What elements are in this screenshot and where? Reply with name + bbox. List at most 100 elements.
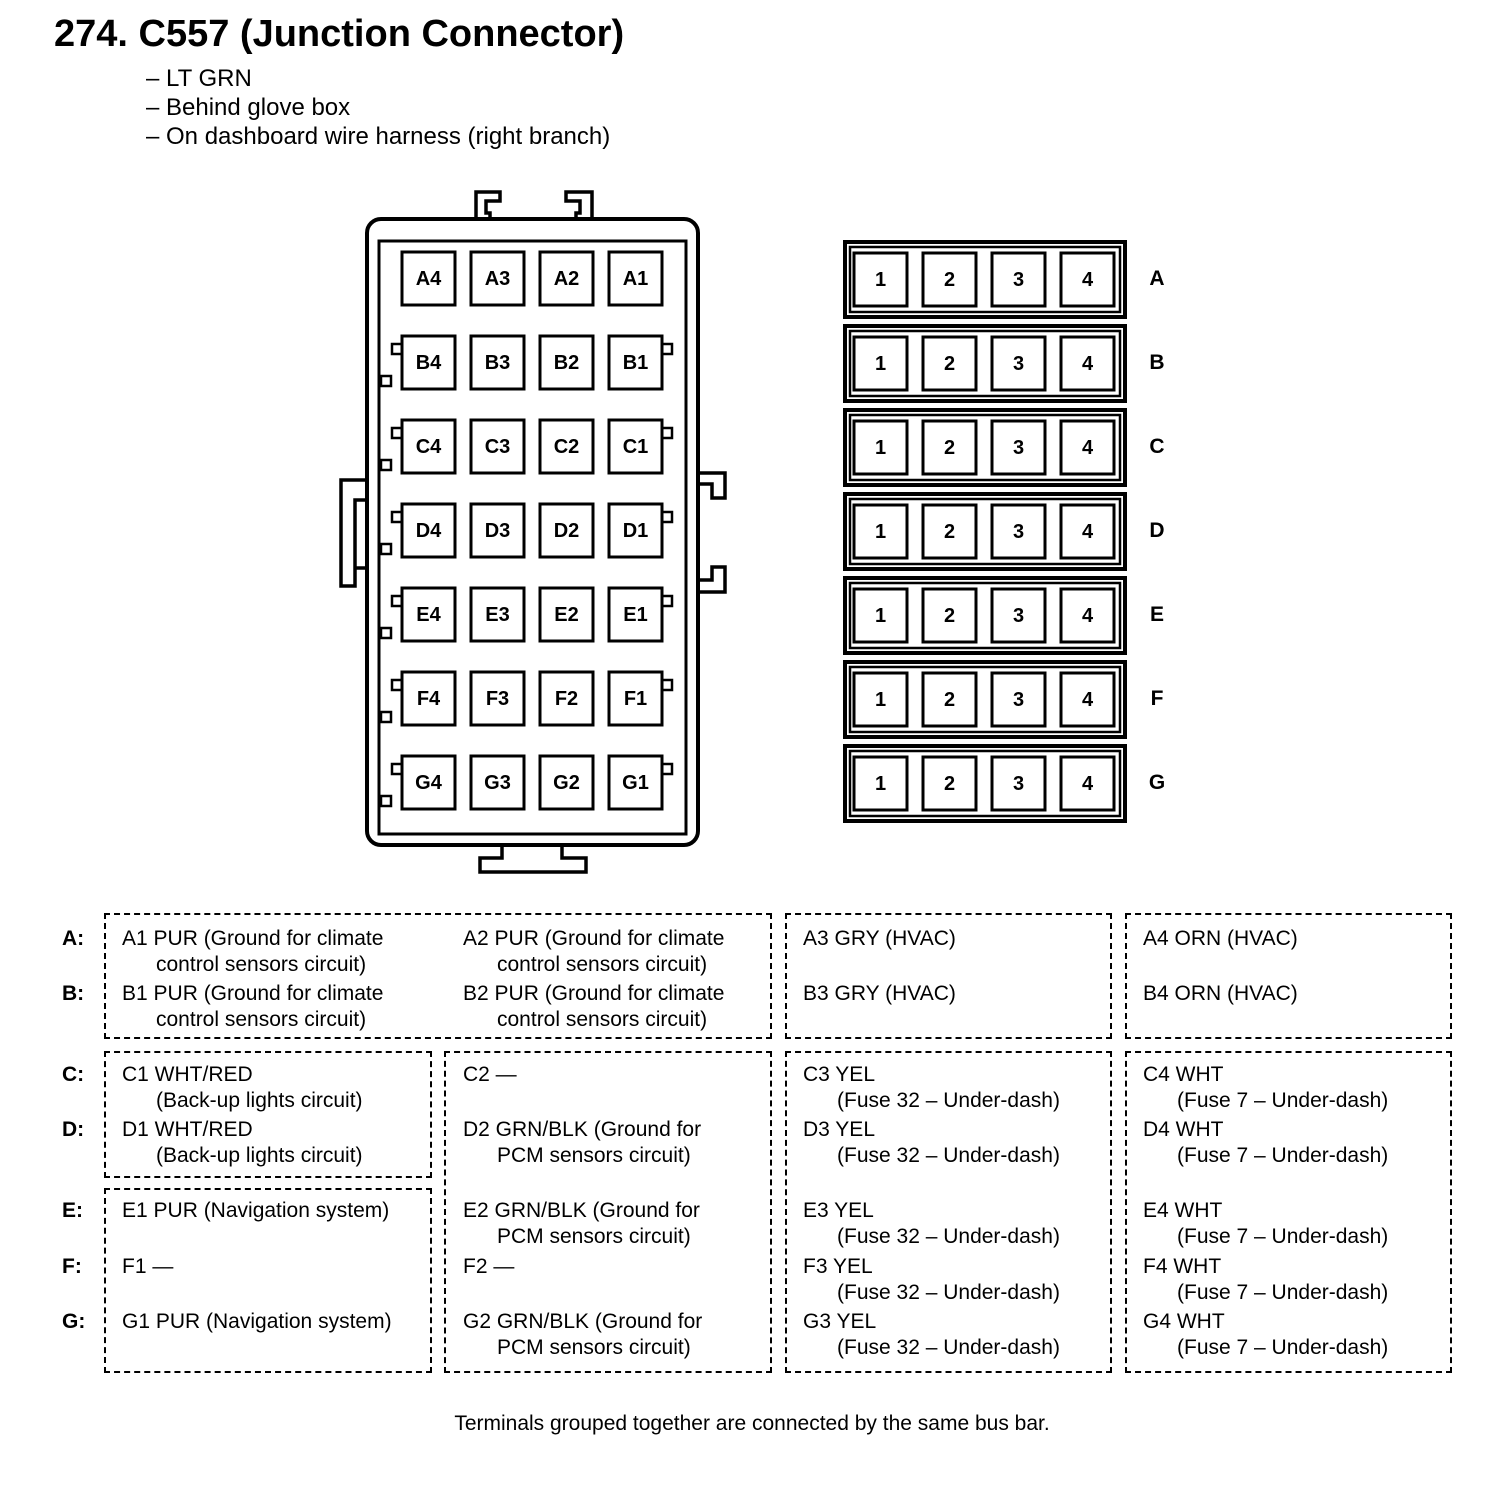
bus-bar-cell (1059, 755, 1116, 812)
bus-bar-row-label: B (1149, 351, 1164, 374)
terminal-c2-desc: C2 — (463, 1063, 517, 1086)
bus-bar-cell (852, 251, 909, 308)
bus-bar-row-label: G (1149, 771, 1165, 794)
face-cavity: G4 (379, 754, 457, 811)
terminal-d2-desc: D2 GRN/BLK (Ground for (463, 1118, 702, 1141)
terminal-d1-desc-cont: (Back-up lights circuit) (156, 1144, 363, 1167)
face-cavity-outline (400, 586, 457, 643)
terminal-b1-desc: B1 PUR (Ground for climate (122, 982, 384, 1005)
latch-tab-top-left (474, 190, 502, 219)
bus-bar-cell-label: 3 (1013, 689, 1024, 711)
bus-bar-row-label: D (1149, 519, 1164, 542)
face-cavity-outline (538, 250, 595, 307)
face-cavity-label: G1 (622, 772, 649, 794)
face-cavity-outline (607, 586, 664, 643)
face-key-notch (660, 762, 674, 776)
bus-bar-cell-label: 3 (1013, 521, 1024, 543)
terminal-d2-desc-cont: PCM sensors circuit) (497, 1144, 691, 1167)
terminal-g2-desc-cont: PCM sensors circuit) (497, 1336, 691, 1359)
terminal-f4-desc: F4 WHT (1143, 1255, 1222, 1278)
face-cavity: E4 (379, 586, 457, 643)
bus-bar-cell (990, 251, 1047, 308)
face-cavity: G3 (469, 754, 526, 811)
row-label: A: (62, 927, 85, 950)
face-cavity: G2 (538, 754, 595, 811)
bus-bar-row-inner (848, 413, 1122, 482)
terminal-f3-desc: F3 YEL (803, 1255, 873, 1278)
face-cavity-outline (400, 670, 457, 727)
face-cavity: B4 (379, 334, 457, 391)
bus-bar-cell (1059, 671, 1116, 728)
latch-tab-left (339, 478, 367, 588)
face-cavity-label: E1 (623, 604, 647, 626)
bus-bar-note: Terminals grouped together are connected… (454, 1412, 1050, 1435)
terminal-a1-desc-cont: control sensors circuit) (156, 953, 367, 976)
face-cavity: E1 (607, 586, 674, 643)
row-label: B: (62, 982, 85, 1005)
bus-bar-cell-label: 3 (1013, 353, 1024, 375)
face-cavity: F4 (379, 670, 457, 727)
terminal-g2-desc: G2 GRN/BLK (Ground for (463, 1310, 703, 1333)
group-box-c1-d1 (104, 1051, 432, 1178)
face-cavity-outline (607, 754, 664, 811)
face-cavity: D2 (538, 502, 595, 559)
face-cavity-label: G4 (415, 772, 443, 794)
latch-tab-bottom (478, 845, 588, 874)
bus-bar-cell-label: 1 (875, 521, 886, 543)
face-cavity-outline (538, 586, 595, 643)
face-cavity-outline (538, 670, 595, 727)
face-cavity: C3 (469, 418, 526, 475)
bus-bar-row-inner (848, 497, 1122, 566)
face-cavity-outline (607, 418, 664, 475)
face-cavity: F1 (607, 670, 674, 727)
face-cavity-label: G3 (484, 772, 511, 794)
face-cavity: A1 (607, 250, 664, 307)
bus-bar-row-outer (843, 324, 1127, 403)
face-cavity: F3 (469, 670, 526, 727)
terminal-e2-desc: E2 GRN/BLK (Ground for (463, 1199, 700, 1222)
face-cavity-outline (400, 418, 457, 475)
bus-bar-cell (1059, 503, 1116, 560)
face-cavity-label: C1 (623, 436, 649, 458)
bus-bar-cell (852, 335, 909, 392)
face-key-notch (660, 510, 674, 524)
face-cavity-label: B2 (554, 352, 580, 374)
bus-bar-cell (921, 503, 978, 560)
face-cavity-label: E4 (416, 604, 441, 626)
bus-bar-cell (1059, 419, 1116, 476)
row-label: G: (62, 1310, 86, 1333)
face-key-notch (379, 458, 393, 472)
face-cavity-label: B4 (416, 352, 442, 374)
bus-bar-cell (990, 503, 1047, 560)
terminal-g4-desc-cont: (Fuse 7 – Under-dash) (1177, 1336, 1389, 1359)
face-cavity: B3 (469, 334, 526, 391)
face-key-notch (390, 594, 404, 608)
face-cavity-label: C2 (554, 436, 580, 458)
face-cavity-outline (538, 418, 595, 475)
bus-bar-row-inner (848, 245, 1122, 314)
terminal-c3-desc-cont: (Fuse 32 – Under-dash) (837, 1089, 1060, 1112)
face-cavity-label: A3 (485, 268, 511, 290)
latch-tab-right-lower (698, 565, 727, 594)
bus-bar-cell-label: 2 (944, 605, 955, 627)
terminal-e3-desc-cont: (Fuse 32 – Under-dash) (837, 1225, 1060, 1248)
bus-bar-row-inner (848, 749, 1122, 818)
bus-bar-cell (921, 335, 978, 392)
bus-bar-cell-label: 1 (875, 269, 886, 291)
bus-bar-cell-label: 4 (1082, 689, 1094, 711)
connector-housing-inner (377, 239, 688, 836)
face-cavity: B1 (607, 334, 674, 391)
bus-bar-row-label: A (1149, 267, 1164, 290)
bus-bar-cell-label: 4 (1082, 269, 1094, 291)
bus-bar-cell (852, 755, 909, 812)
bus-bar-cell (921, 251, 978, 308)
row-label: D: (62, 1118, 85, 1141)
face-cavity: G1 (607, 754, 674, 811)
bus-bar-cell-label: 3 (1013, 269, 1024, 291)
terminal-f3-desc-cont: (Fuse 32 – Under-dash) (837, 1281, 1060, 1304)
face-cavity-outline (400, 502, 457, 559)
